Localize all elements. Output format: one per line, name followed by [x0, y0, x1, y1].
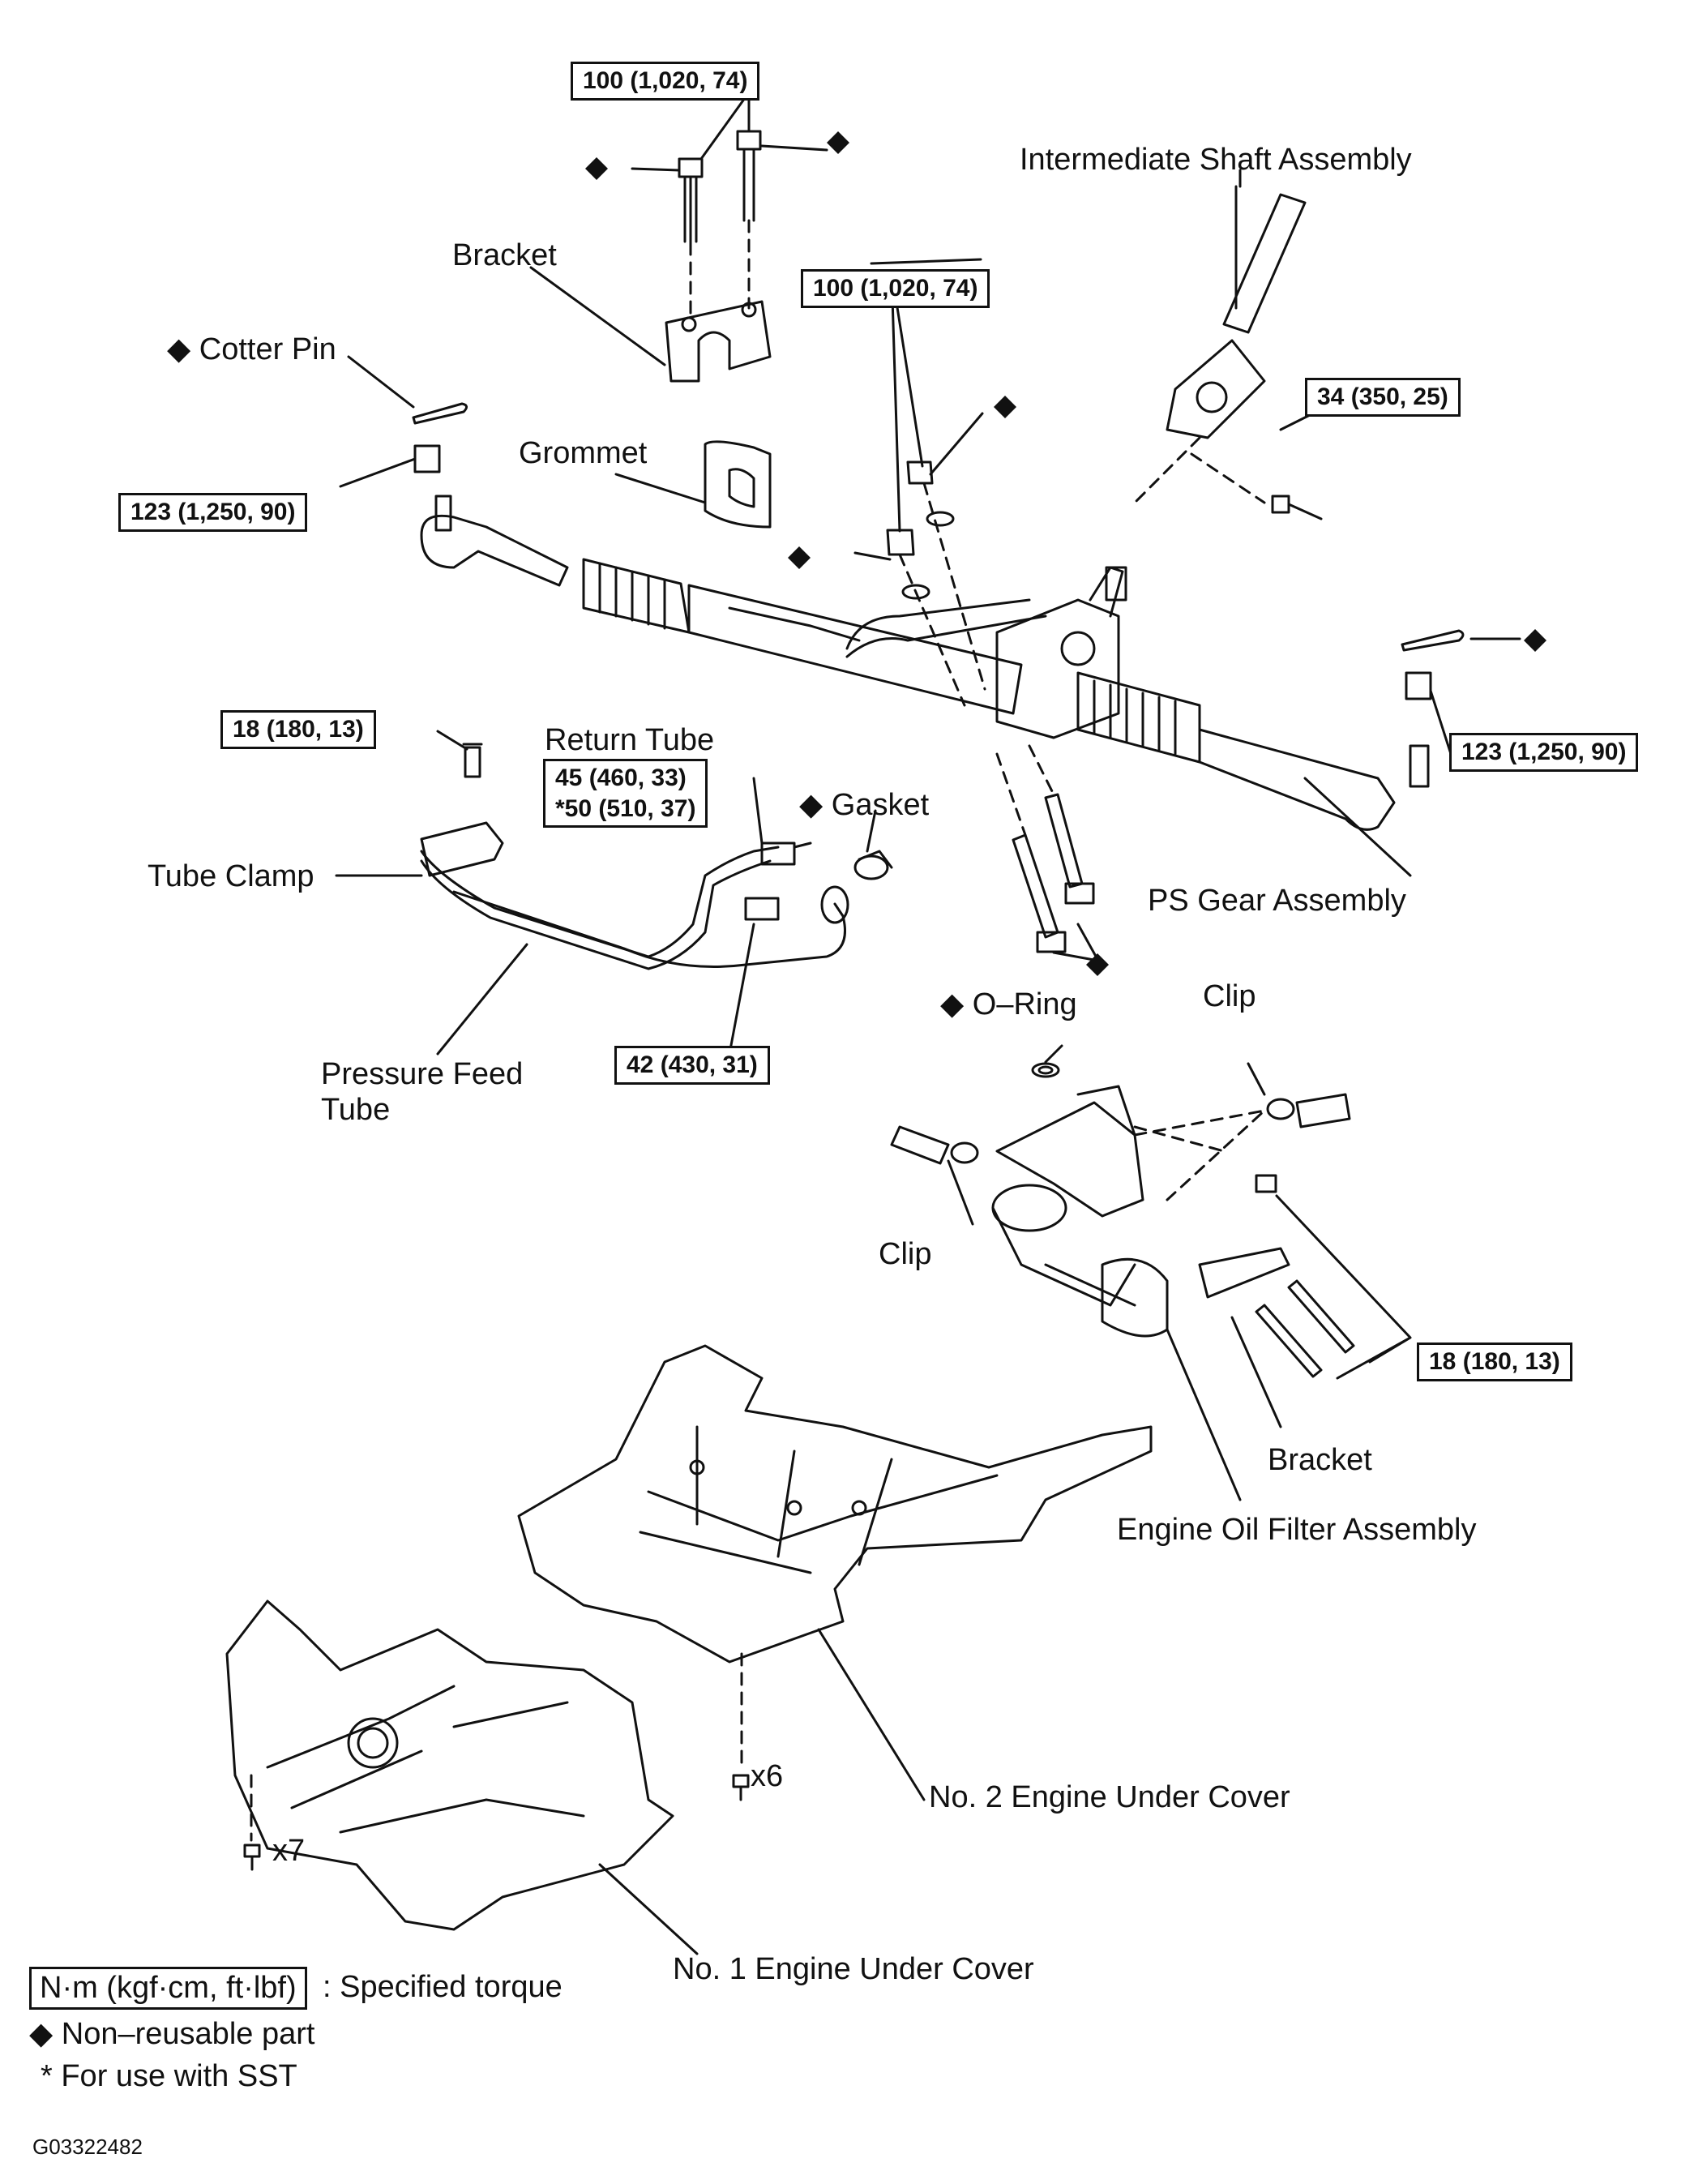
legend-sst: * For use with SST [41, 2059, 297, 2093]
label-no2-cover: No. 2 Engine Under Cover [929, 1780, 1290, 1814]
no2-under-cover [517, 1344, 1153, 1801]
torque-filter-bolts: 18 (180, 13) [1417, 1343, 1572, 1381]
label-ps-gear: PS Gear Assembly [1148, 884, 1406, 918]
cotter-pin-text: Cotter Pin [199, 332, 336, 366]
pressure-feed-line2: Tube [321, 1092, 391, 1127]
diamond-icon: ◆ [167, 332, 191, 366]
label-clip-left: Clip [879, 1237, 932, 1271]
label-pressure-feed: Pressure Feed Tube [321, 1057, 523, 1128]
top-bracket [665, 300, 772, 383]
legend-unit-box: N·m (kgf·cm, ft·lbf) [29, 1967, 307, 2010]
label-return-tube: Return Tube [545, 723, 715, 757]
torque-shaft-bolt: 34 (350, 25) [1305, 378, 1461, 417]
label-cotter-pin: ◆ Cotter Pin [167, 332, 336, 368]
label-no1-cover: No. 1 Engine Under Cover [673, 1952, 1034, 1986]
label-tube-clamp: Tube Clamp [148, 859, 314, 893]
label-o-ring: ◆ O–Ring [940, 987, 1077, 1023]
torque-tube-clamp-bolt: 18 (180, 13) [220, 710, 376, 749]
label-bracket-bottom: Bracket [1268, 1443, 1372, 1477]
legend-non-reusable: ◆ Non–reusable part [29, 2017, 315, 2051]
gasket-text: Gasket [831, 788, 930, 822]
shaft-bolt [1271, 412, 1323, 520]
torque-return-tube: 45 (460, 33) *50 (510, 37) [543, 759, 708, 828]
figure-id: G03322482 [32, 2135, 143, 2159]
left-cotter-pin [412, 402, 468, 473]
label-oil-filter: Engine Oil Filter Assembly [1117, 1513, 1477, 1547]
torque-tie-rod-left: 123 (1,250, 90) [118, 493, 308, 532]
torque-return-tube-b: *50 (510, 37) [555, 794, 696, 822]
cover-bolts [243, 1774, 750, 1871]
lower-bolts [995, 744, 1100, 962]
o-ring-text: O–Ring [972, 987, 1077, 1021]
diamond-icon: ◆ [799, 788, 823, 822]
intermediate-shaft [1133, 169, 1307, 504]
grommet [704, 440, 772, 529]
legend-unit-text: : Specified torque [323, 1970, 563, 2004]
no1-under-cover [225, 1599, 699, 1955]
torque-tie-rod-right: 123 (1,250, 90) [1449, 733, 1639, 772]
torque-mid-nuts: 100 (1,020, 74) [801, 269, 990, 308]
torque-return-tube-a: 45 (460, 33) [555, 764, 687, 791]
diamond-icon: ◆ [940, 987, 965, 1021]
o-ring [1031, 1062, 1060, 1078]
label-bracket-top: Bracket [452, 238, 557, 272]
torque-top-bolts: 100 (1,020, 74) [571, 62, 760, 101]
label-gasket: ◆ Gasket [799, 788, 929, 824]
label-x7: x7 [272, 1834, 306, 1868]
ps-gear-rack [420, 495, 1430, 831]
tubes [420, 743, 893, 1056]
pressure-feed-line1: Pressure Feed [321, 1057, 524, 1091]
label-x6: x6 [751, 1759, 784, 1793]
leader-lines [335, 144, 1452, 1064]
top-bolts [678, 91, 762, 318]
label-grommet: Grommet [519, 436, 648, 470]
torque-pressure-feed: 42 (430, 31) [614, 1046, 770, 1085]
non-reusable-markers [585, 131, 1546, 976]
right-cotter-pin [1401, 629, 1521, 700]
oil-filter-assembly [890, 1062, 1412, 1501]
label-clip-top: Clip [1203, 979, 1256, 1013]
label-intermediate-shaft: Intermediate Shaft Assembly [1020, 143, 1412, 177]
